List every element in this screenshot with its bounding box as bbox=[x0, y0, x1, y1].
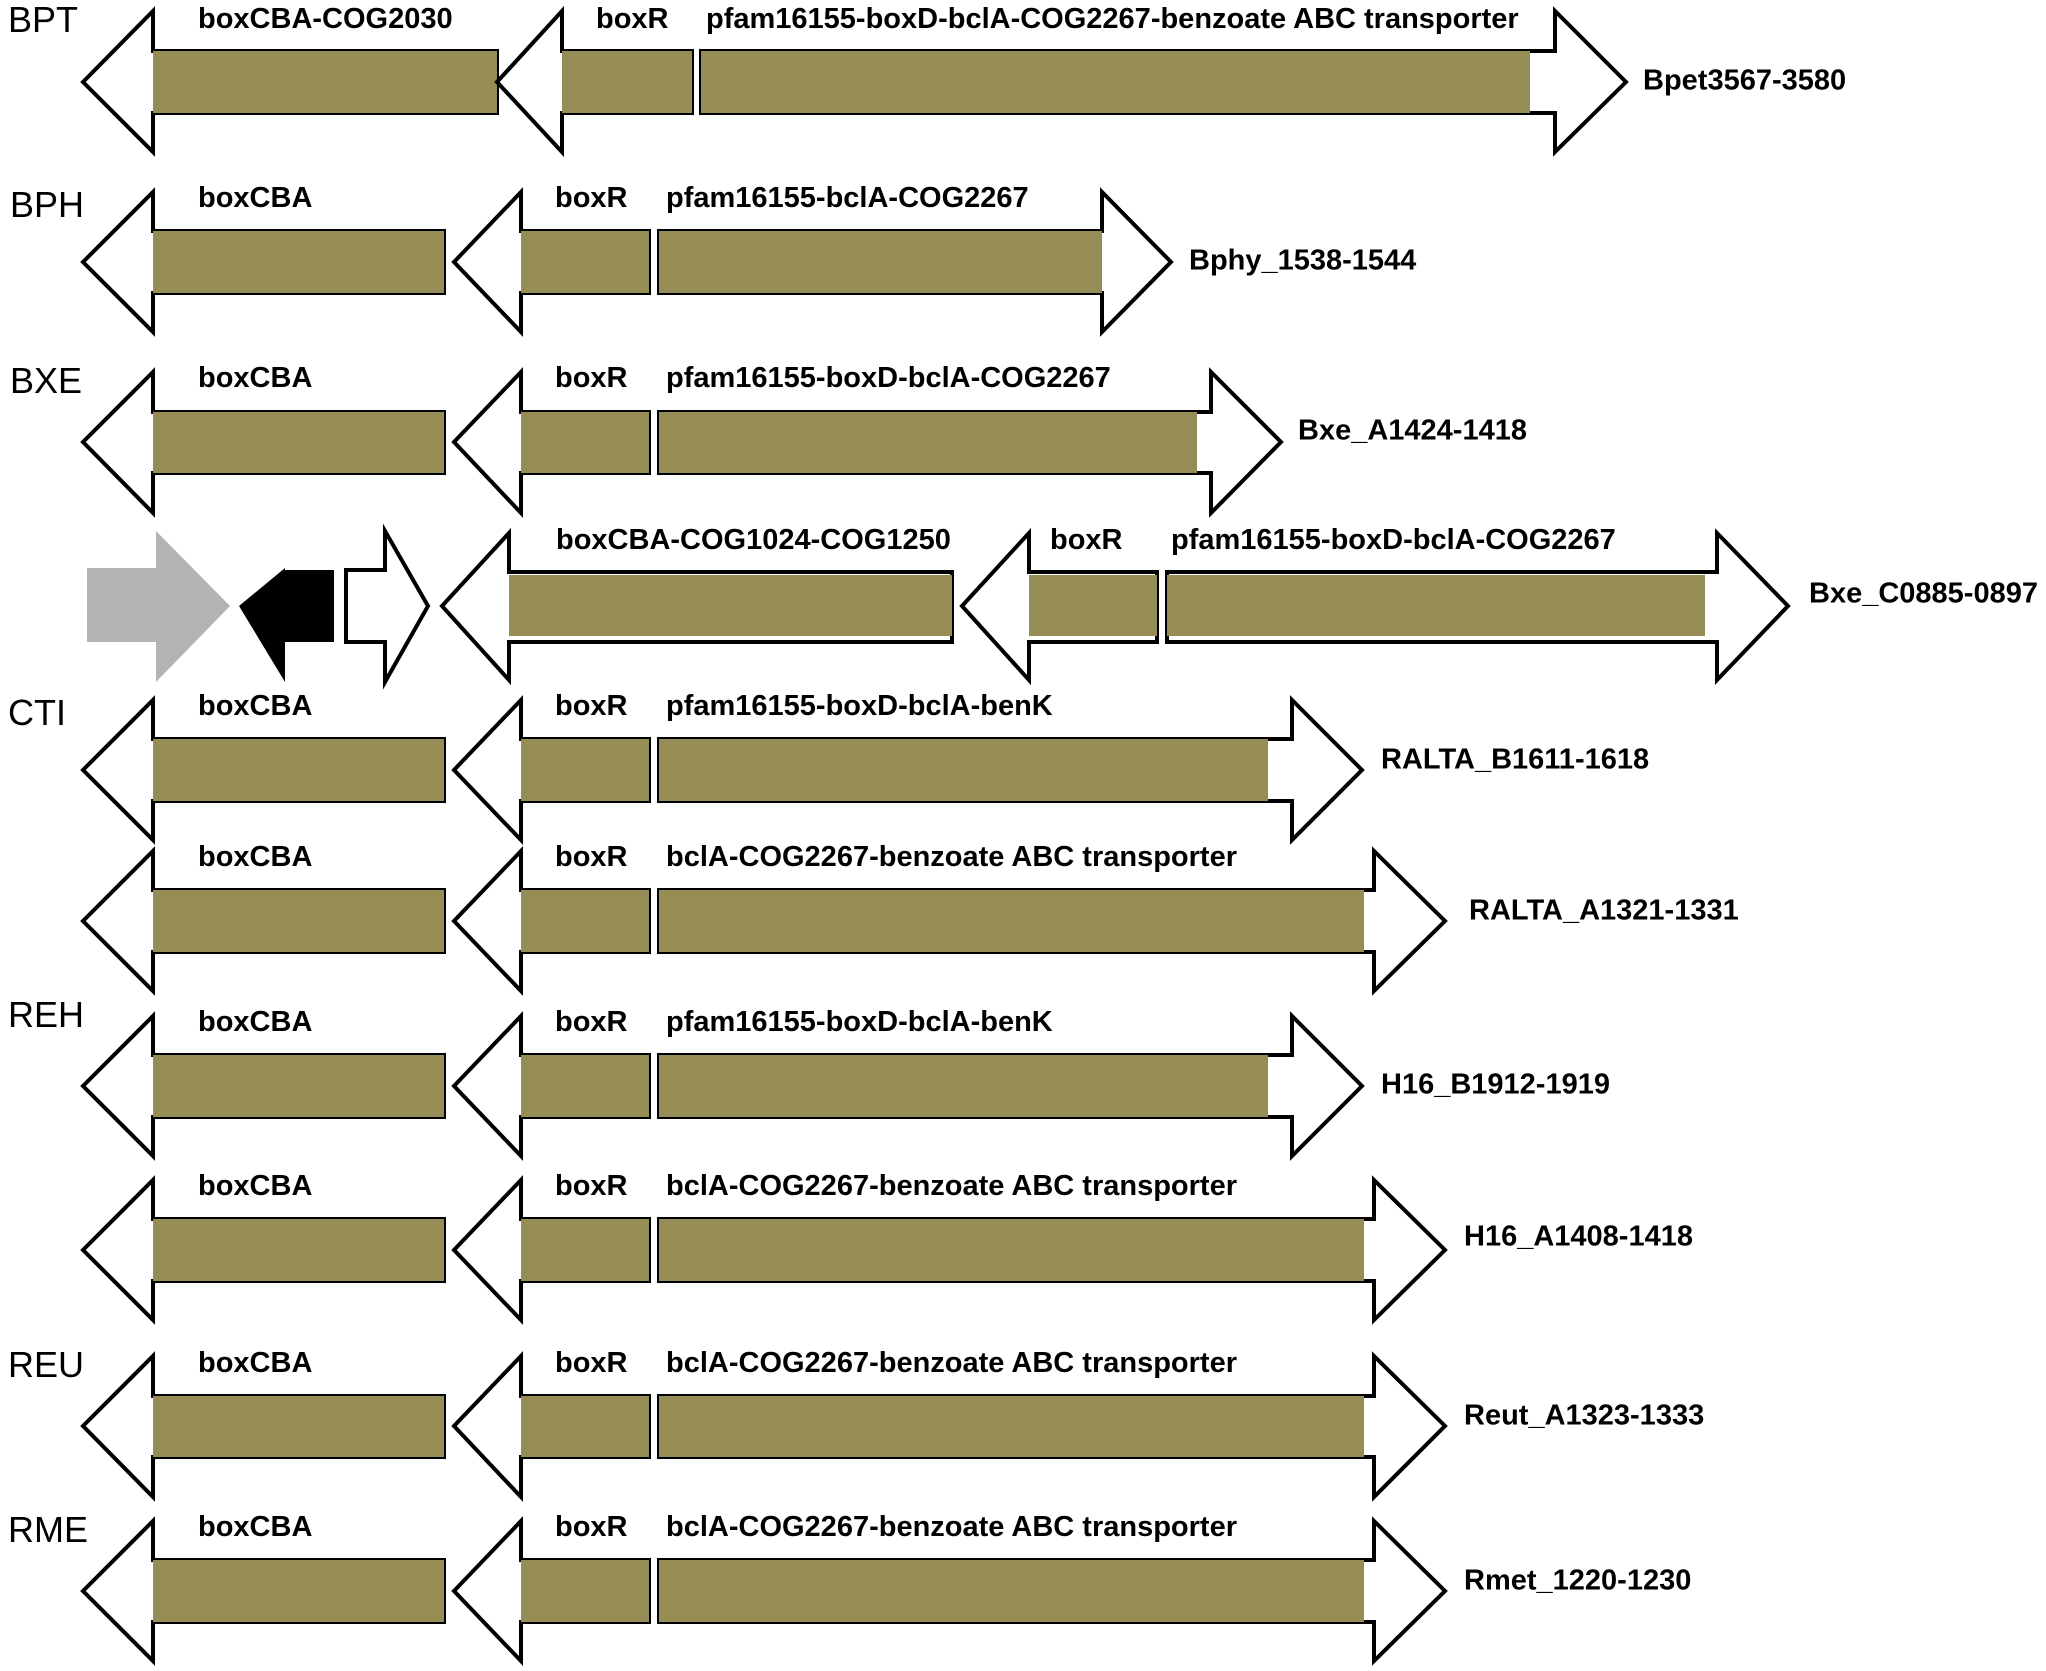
gene-block bbox=[701, 51, 1530, 113]
gene-label: boxR bbox=[555, 1347, 628, 1379]
gene-block bbox=[153, 412, 444, 473]
gene-block bbox=[521, 1396, 649, 1457]
locus-label: Bpet3567-3580 bbox=[1643, 65, 1846, 97]
gene-block bbox=[659, 1560, 1364, 1622]
gene-block bbox=[521, 1219, 649, 1281]
organism-label-reh: REH bbox=[8, 994, 84, 1035]
gene-block bbox=[521, 739, 649, 801]
gene-label: pfam16155-boxD-bclA-benK bbox=[666, 690, 1053, 722]
cluster-row-cti-a: boxCBA boxR bclA-COG2267-benzoate ABC tr… bbox=[80, 841, 1739, 996]
gene-block bbox=[659, 1055, 1268, 1117]
gene-label: boxR bbox=[1050, 524, 1123, 556]
gene-block bbox=[153, 51, 497, 113]
gene-block bbox=[153, 1219, 444, 1281]
organism-label-rme: RME bbox=[8, 1509, 88, 1550]
locus-label: RALTA_A1321-1331 bbox=[1469, 895, 1739, 927]
organism-label-bxe: BXE bbox=[10, 360, 82, 401]
gene-label: boxR bbox=[555, 690, 628, 722]
locus-label: Bphy_1538-1544 bbox=[1189, 245, 1416, 277]
gene-label: pfam16155-boxD-bclA-COG2267-benzoate ABC… bbox=[706, 3, 1519, 35]
white-legend-arrow bbox=[344, 523, 431, 690]
gene-block bbox=[659, 1219, 1364, 1281]
gene-block bbox=[153, 1396, 444, 1457]
gene-label: boxCBA bbox=[198, 1511, 312, 1543]
gene-label: bclA-COG2267-benzoate ABC transporter bbox=[666, 1511, 1237, 1543]
organism-label-cti: CTI bbox=[8, 692, 66, 733]
gene-block bbox=[659, 412, 1197, 473]
gene-block bbox=[659, 231, 1102, 293]
organism-label-bpt: BPT bbox=[8, 0, 78, 40]
gene-label: boxCBA bbox=[198, 1006, 312, 1038]
cluster-row-rme: RME boxCBA boxR bclA-COG2267-benzoate AB… bbox=[8, 1509, 1691, 1666]
gene-label: bclA-COG2267-benzoate ABC transporter bbox=[666, 841, 1237, 873]
gene-block bbox=[153, 739, 444, 801]
gene-block bbox=[1167, 575, 1705, 636]
gray-legend-arrow bbox=[87, 531, 230, 682]
gene-label: boxR bbox=[555, 1511, 628, 1543]
organism-label-reu: REU bbox=[8, 1344, 84, 1385]
gene-block bbox=[153, 890, 444, 952]
cluster-row-bxe: BXE boxCBA boxR pfam16155-boxD-bclA-COG2… bbox=[10, 360, 1527, 519]
organism-label-bph: BPH bbox=[10, 184, 84, 225]
locus-label: Bxe_A1424-1418 bbox=[1298, 415, 1527, 447]
gene-label: pfam16155-boxD-bclA-COG2267 bbox=[1171, 524, 1616, 556]
gene-label: boxR bbox=[555, 841, 628, 873]
gene-block bbox=[659, 890, 1364, 952]
gene-block bbox=[153, 1560, 444, 1622]
cluster-row-bpt: BPT boxCBA-COG2030 boxR pfam16155-boxD-b… bbox=[8, 0, 1846, 158]
cluster-row-bph: BPH boxCBA boxR pfam16155-bclA-COG2267 B… bbox=[10, 182, 1416, 337]
locus-label: Reut_A1323-1333 bbox=[1464, 1400, 1704, 1432]
cluster-row-reu: REU boxCBA boxR bclA-COG2267-benzoate AB… bbox=[8, 1344, 1704, 1503]
gene-label: boxCBA bbox=[198, 841, 312, 873]
cluster-row-reh-a: boxCBA boxR bclA-COG2267-benzoate ABC tr… bbox=[80, 1170, 1693, 1325]
gene-block bbox=[521, 890, 649, 952]
gene-label: boxR bbox=[555, 1006, 628, 1038]
gene-label: boxR bbox=[555, 1170, 628, 1202]
gene-block bbox=[562, 51, 692, 113]
gene-block bbox=[521, 1055, 649, 1117]
gene-label: boxCBA bbox=[198, 1347, 312, 1379]
gene-block bbox=[521, 1560, 649, 1622]
gene-block bbox=[659, 1396, 1364, 1457]
gene-label: bclA-COG2267-benzoate ABC transporter bbox=[666, 1347, 1237, 1379]
locus-label: H16_B1912-1919 bbox=[1381, 1069, 1610, 1101]
gene-label: boxCBA bbox=[198, 182, 312, 214]
gene-label: boxCBA-COG2030 bbox=[198, 3, 453, 35]
gene-block bbox=[153, 1055, 444, 1117]
cluster-row-reh: REH boxCBA boxR pfam16155-boxD-bclA-benK… bbox=[8, 994, 1610, 1161]
locus-label: Bxe_C0885-0897 bbox=[1809, 578, 2038, 610]
locus-label: Rmet_1220-1230 bbox=[1464, 1565, 1691, 1597]
gene-label: boxR bbox=[555, 362, 628, 394]
gene-label: boxCBA-COG1024-COG1250 bbox=[556, 524, 951, 556]
gene-label: boxCBA bbox=[198, 362, 312, 394]
gene-block bbox=[521, 412, 649, 473]
gene-block bbox=[521, 231, 649, 293]
gene-block bbox=[153, 231, 444, 293]
gene-block bbox=[659, 739, 1268, 801]
gene-label: pfam16155-boxD-bclA-COG2267 bbox=[666, 362, 1111, 394]
gene-label: boxCBA bbox=[198, 1170, 312, 1202]
gene-label: bclA-COG2267-benzoate ABC transporter bbox=[666, 1170, 1237, 1202]
locus-label: H16_A1408-1418 bbox=[1464, 1221, 1693, 1253]
locus-label: RALTA_B1611-1618 bbox=[1381, 744, 1649, 776]
gene-label: pfam16155-bclA-COG2267 bbox=[666, 182, 1029, 214]
cluster-row-bxe-c: boxCBA-COG1024-COG1250 boxR pfam16155-bo… bbox=[87, 523, 2038, 690]
gene-block bbox=[1029, 575, 1157, 636]
gene-label: boxR bbox=[596, 3, 669, 35]
gene-block bbox=[509, 575, 952, 636]
gene-label: boxCBA bbox=[198, 690, 312, 722]
gene-label: boxR bbox=[555, 182, 628, 214]
black-legend-arrow bbox=[239, 568, 334, 682]
cluster-row-cti: CTI boxCBA boxR pfam16155-boxD-bclA-benK… bbox=[8, 690, 1649, 845]
gene-label: pfam16155-boxD-bclA-benK bbox=[666, 1006, 1053, 1038]
